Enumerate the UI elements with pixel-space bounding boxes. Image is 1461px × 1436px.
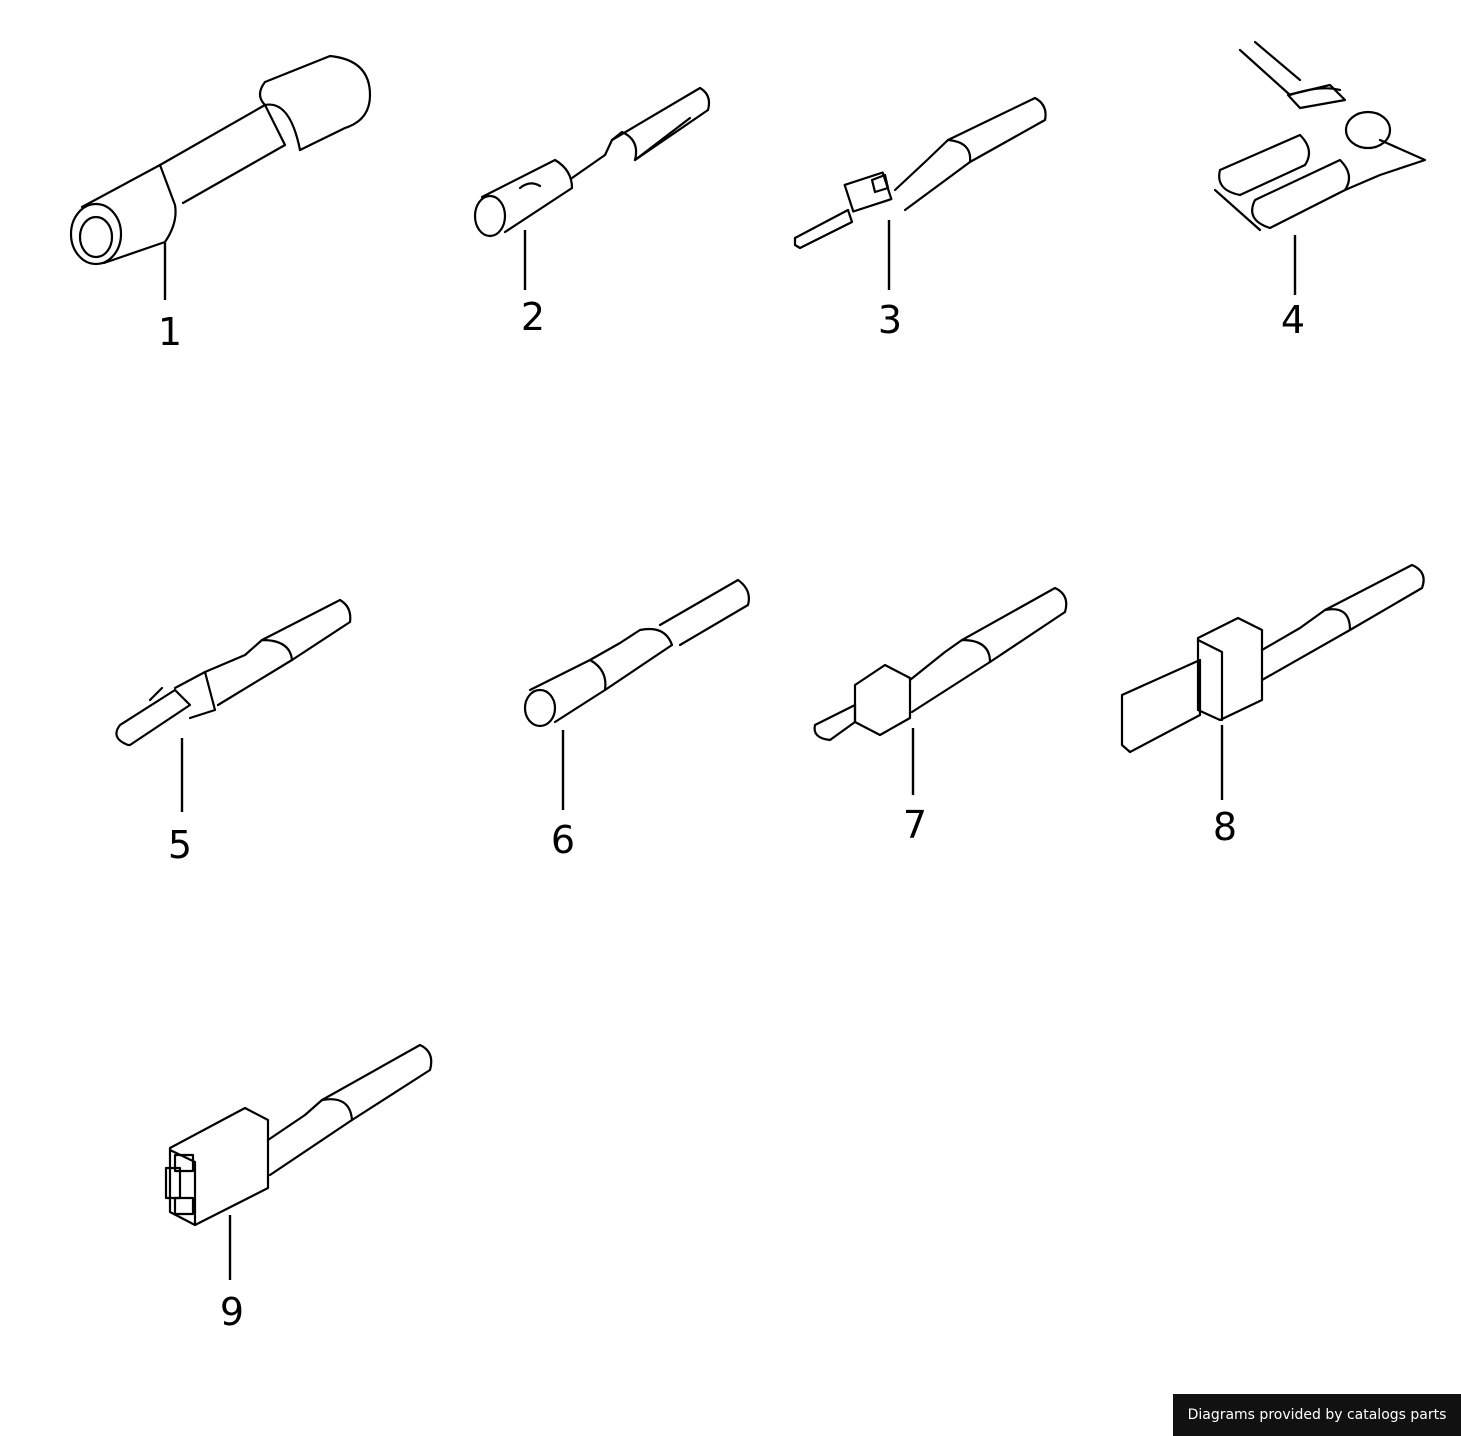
part-6-round-receptacle: [523, 578, 750, 728]
credit-text: Diagrams provided by catalogs parts: [1187, 1407, 1447, 1423]
part-4-double-receptacle: [1213, 40, 1427, 232]
callout-6: 6: [551, 818, 575, 862]
callout-1: 1: [158, 310, 182, 354]
callout-7: 7: [903, 803, 927, 847]
callout-8: 8: [1213, 805, 1237, 849]
part-2-round-terminal: [473, 86, 711, 238]
part-7-square-receptacle: [813, 586, 1068, 742]
part-1-sleeve: [69, 54, 372, 266]
part-9-flat-receptacle: [164, 1043, 433, 1227]
callout-3: 3: [878, 298, 902, 342]
callout-4: 4: [1281, 298, 1305, 342]
part-3-blade-terminal: [793, 96, 1047, 250]
credit-banner: Diagrams provided by catalogs parts: [1173, 1394, 1461, 1436]
part-8-flat-receptacle: [1120, 563, 1425, 754]
callout-2: 2: [521, 295, 545, 339]
callout-5: 5: [168, 823, 192, 867]
part-5-round-pin: [115, 598, 352, 747]
callout-9: 9: [220, 1290, 244, 1334]
